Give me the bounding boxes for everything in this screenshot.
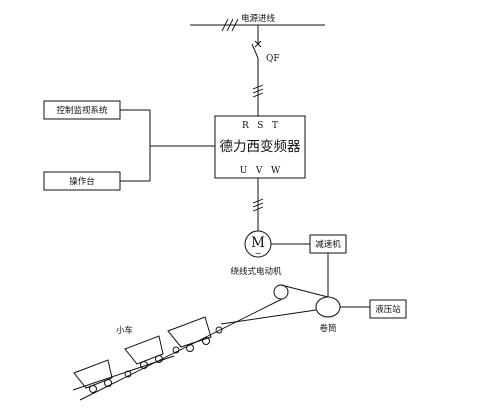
control-system-label: 控制监视系统	[56, 105, 108, 116]
reducer-label: 减速机	[315, 239, 341, 250]
circuit-breaker: QF	[251, 25, 280, 116]
breaker-label: QF	[266, 54, 280, 64]
console-box: 操作台	[43, 171, 121, 191]
vfd-box: R S T 德力西变频器 U V W	[214, 115, 306, 179]
vfd-output-terminals: U V W	[240, 166, 281, 176]
cart-3	[167, 316, 212, 352]
vfd-name: 德力西变频器	[220, 139, 301, 155]
power-bus-label: 电源进线	[241, 13, 276, 24]
drum: 卷筒	[315, 296, 341, 334]
cart-label: 小车	[116, 325, 133, 336]
hydraulic-station: 液压站	[340, 299, 407, 319]
motor-label: 绕线式电动机	[230, 266, 282, 277]
hydraulic-station-label: 液压站	[375, 304, 401, 315]
reducer: 减速机	[271, 234, 347, 297]
cart-1	[73, 359, 113, 393]
rope-rollers	[124, 326, 223, 378]
motor-feed	[252, 178, 264, 231]
control-system-box: 控制监视系统	[43, 100, 121, 120]
console-label: 操作台	[69, 176, 95, 187]
cart-2	[124, 335, 164, 369]
motor-symbol: M	[251, 235, 265, 251]
control-wiring	[120, 109, 215, 182]
motor: M ~ 绕线式电动机	[230, 230, 282, 277]
vfd-input-terminals: R S T	[242, 121, 278, 131]
drum-label: 卷筒	[319, 323, 336, 334]
motor-wave: ~	[254, 249, 261, 259]
